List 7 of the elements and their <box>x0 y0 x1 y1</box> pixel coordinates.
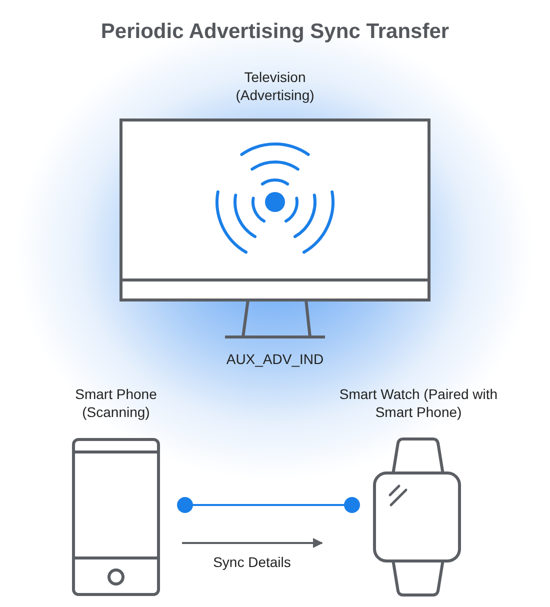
node-label: AUX_ADV_IND <box>225 350 325 368</box>
device-label: Smart Watch (Paired with Smart Phone) <box>338 385 499 421</box>
device-label: Smart Phone (Scanning) <box>74 385 158 421</box>
title: Periodic Advertising Sync Transfer <box>100 20 450 43</box>
device-label: Television (Advertising) <box>234 68 316 104</box>
arrow <box>182 538 323 548</box>
connection-line <box>177 497 360 513</box>
